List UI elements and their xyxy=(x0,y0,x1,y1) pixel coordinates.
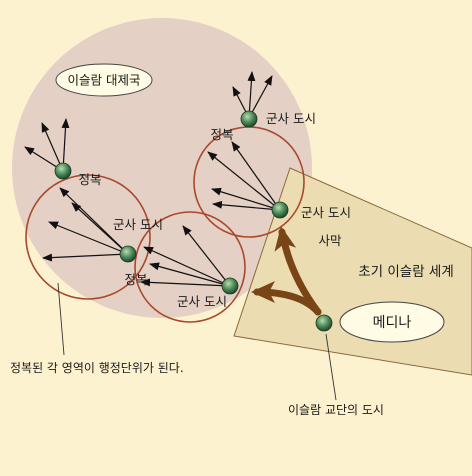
arrow xyxy=(42,253,129,262)
city-dot-medina xyxy=(315,314,333,332)
arrow xyxy=(61,118,70,172)
arrow xyxy=(182,225,231,287)
arrow xyxy=(149,262,231,287)
desert-label: 사막 xyxy=(318,233,342,248)
garrison-label-right: 군사 도시 xyxy=(301,205,351,220)
medina-arrow-west xyxy=(251,281,322,316)
garrison-label-center: 군사 도시 xyxy=(113,217,163,232)
garrison-label-bottom: 군사 도시 xyxy=(177,294,227,309)
leader-line-religious-city xyxy=(325,333,337,401)
city-dot-bottom xyxy=(221,277,239,295)
empire-label: 이슬람 대제국 xyxy=(68,73,141,88)
provinces-note: 정복된 각 영역이 행정단위가 된다. xyxy=(10,360,184,375)
empire-label-oval xyxy=(55,63,153,97)
religious-city-note: 이슬람 교단의 도시 xyxy=(288,403,384,417)
city-dot-upper-left xyxy=(54,162,72,180)
conquest-label-top: 정복 xyxy=(210,127,233,142)
arrow xyxy=(212,200,281,211)
arrow xyxy=(211,187,281,211)
arrow xyxy=(140,278,231,287)
arrow xyxy=(41,122,64,172)
city-dot-top xyxy=(240,110,258,128)
conquest-label-left: 정복 xyxy=(78,172,101,187)
leader-lines xyxy=(57,282,337,401)
arrow xyxy=(247,71,256,119)
arrow xyxy=(248,75,273,119)
arrow xyxy=(59,187,129,255)
city-dot-right xyxy=(271,201,289,219)
expansion-arrows xyxy=(24,71,281,287)
arrow xyxy=(48,221,129,255)
city-dot-center xyxy=(119,245,137,263)
city-dots xyxy=(54,110,333,332)
garrison-label-top: 군사 도시 xyxy=(266,111,316,126)
leader-line-provinces xyxy=(57,282,65,356)
medina-expansion-arrows xyxy=(251,226,322,316)
arrow xyxy=(143,246,231,287)
conquest-circle-bottom xyxy=(134,211,246,323)
arrow xyxy=(231,141,281,211)
early-islamic-world-label: 초기 이슬람 세계 xyxy=(358,264,454,280)
arrow xyxy=(207,151,281,211)
conquest-label-mid: 정복 xyxy=(124,272,147,287)
medina-label-oval xyxy=(339,301,445,343)
conquest-circle-left xyxy=(25,174,151,300)
medina-label: 메디나 xyxy=(373,315,412,331)
